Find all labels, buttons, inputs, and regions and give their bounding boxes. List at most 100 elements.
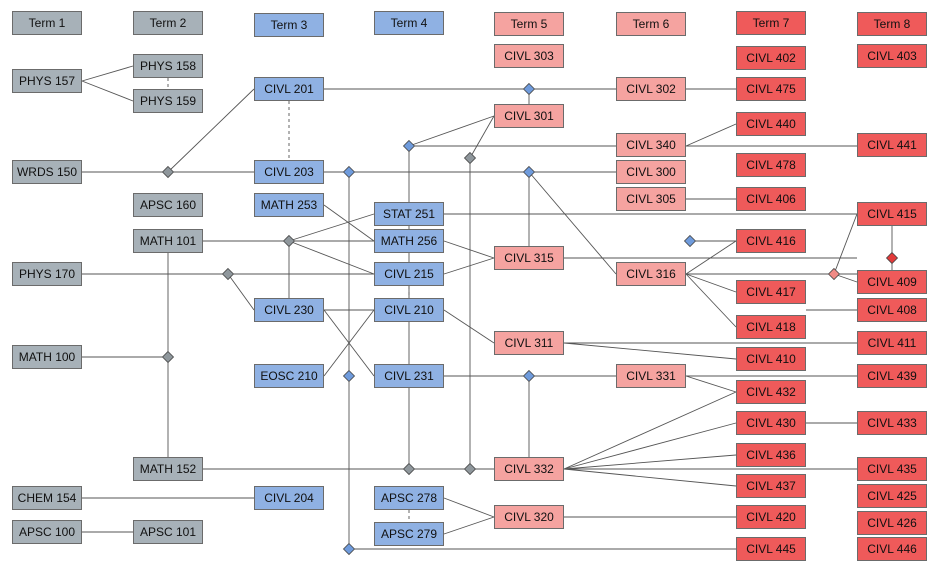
junction-diamond [683, 234, 697, 248]
course-civl-204: CIVL 204 [254, 486, 324, 510]
course-civl-316: CIVL 316 [616, 262, 686, 286]
course-civl-441: CIVL 441 [857, 133, 927, 157]
junction-diamond [885, 251, 899, 265]
course-civl-478: CIVL 478 [736, 153, 806, 177]
course-chem-154: CHEM 154 [12, 486, 82, 510]
course-civl-230: CIVL 230 [254, 298, 324, 322]
course-civl-416: CIVL 416 [736, 229, 806, 253]
course-apsc-278: APSC 278 [374, 486, 444, 510]
course-civl-303: CIVL 303 [494, 44, 564, 68]
course-civl-430: CIVL 430 [736, 411, 806, 435]
connector-line [288, 213, 375, 242]
junction-diamond [221, 267, 235, 281]
course-civl-445: CIVL 445 [736, 537, 806, 561]
course-civl-415: CIVL 415 [857, 202, 927, 226]
course-civl-320: CIVL 320 [494, 505, 564, 529]
course-civl-432: CIVL 432 [736, 380, 806, 404]
junction-diamond [282, 234, 296, 248]
course-math-152: MATH 152 [133, 457, 203, 481]
connector-line [81, 65, 134, 82]
connector-line [685, 273, 737, 293]
course-civl-203: CIVL 203 [254, 160, 324, 184]
course-apsc-101: APSC 101 [133, 520, 203, 544]
course-civl-403: CIVL 403 [857, 44, 927, 68]
connector-line [81, 80, 134, 102]
connector-line [685, 240, 737, 275]
term-4-header: Term 4 [374, 11, 444, 35]
term-5-header: Term 5 [494, 12, 564, 36]
course-civl-302: CIVL 302 [616, 77, 686, 101]
connector-line [563, 468, 737, 487]
course-civl-301: CIVL 301 [494, 104, 564, 128]
course-civl-311: CIVL 311 [494, 331, 564, 355]
connector-line [443, 309, 495, 344]
course-civl-420: CIVL 420 [736, 505, 806, 529]
course-civl-406: CIVL 406 [736, 187, 806, 211]
course-civl-231: CIVL 231 [374, 364, 444, 388]
connector-line [563, 454, 737, 470]
course-civl-210: CIVL 210 [374, 298, 444, 322]
connector-line [833, 213, 858, 275]
course-apsc-160: APSC 160 [133, 193, 203, 217]
course-civl-215: CIVL 215 [374, 262, 444, 286]
course-stat-251: STAT 251 [374, 202, 444, 226]
course-eosc-210: EOSC 210 [254, 364, 324, 388]
course-phys-170: PHYS 170 [12, 262, 82, 286]
course-civl-201: CIVL 201 [254, 77, 324, 101]
junction-diamond [342, 369, 356, 383]
junction-diamond [463, 462, 477, 476]
connector-line [288, 240, 375, 275]
junction-diamond [522, 165, 536, 179]
junction-diamond [402, 139, 416, 153]
term-7-header: Term 7 [736, 11, 806, 35]
course-apsc-279: APSC 279 [374, 522, 444, 546]
course-wrds-150: WRDS 150 [12, 160, 82, 184]
connector-line [443, 240, 495, 259]
course-civl-402: CIVL 402 [736, 46, 806, 70]
course-math-256: MATH 256 [374, 229, 444, 253]
connector-line [443, 516, 495, 535]
term-6-header: Term 6 [616, 12, 686, 36]
course-civl-332: CIVL 332 [494, 457, 564, 481]
course-phys-157: PHYS 157 [12, 69, 82, 93]
junction-diamond [522, 369, 536, 383]
course-civl-408: CIVL 408 [857, 298, 927, 322]
course-civl-440: CIVL 440 [736, 112, 806, 136]
course-civl-433: CIVL 433 [857, 411, 927, 435]
course-math-253: MATH 253 [254, 193, 324, 217]
connector-line [685, 375, 737, 393]
term-1-header: Term 1 [12, 11, 82, 35]
connector-line [563, 391, 737, 470]
course-civl-331: CIVL 331 [616, 364, 686, 388]
course-civl-426: CIVL 426 [857, 511, 927, 535]
junction-diamond [342, 542, 356, 556]
term-2-header: Term 2 [133, 11, 203, 35]
course-civl-437: CIVL 437 [736, 474, 806, 498]
course-civl-410: CIVL 410 [736, 347, 806, 371]
course-civl-425: CIVL 425 [857, 484, 927, 508]
course-apsc-100: APSC 100 [12, 520, 82, 544]
course-civl-439: CIVL 439 [857, 364, 927, 388]
junction-diamond [402, 462, 416, 476]
connector-line [528, 171, 617, 275]
course-civl-417: CIVL 417 [736, 280, 806, 304]
junction-diamond [827, 267, 841, 281]
term-3-header: Term 3 [254, 13, 324, 37]
course-civl-411: CIVL 411 [857, 331, 927, 355]
junction-diamond [342, 165, 356, 179]
course-civl-340: CIVL 340 [616, 133, 686, 157]
course-civl-446: CIVL 446 [857, 537, 927, 561]
connector-line [469, 115, 495, 159]
junction-diamond [522, 82, 536, 96]
course-math-101: MATH 101 [133, 229, 203, 253]
connector-line [563, 422, 737, 470]
junction-diamond [463, 151, 477, 165]
course-civl-409: CIVL 409 [857, 270, 927, 294]
connector-line [443, 257, 495, 275]
course-civl-418: CIVL 418 [736, 315, 806, 339]
course-civl-315: CIVL 315 [494, 246, 564, 270]
connector-line [443, 497, 495, 518]
course-civl-300: CIVL 300 [616, 160, 686, 184]
